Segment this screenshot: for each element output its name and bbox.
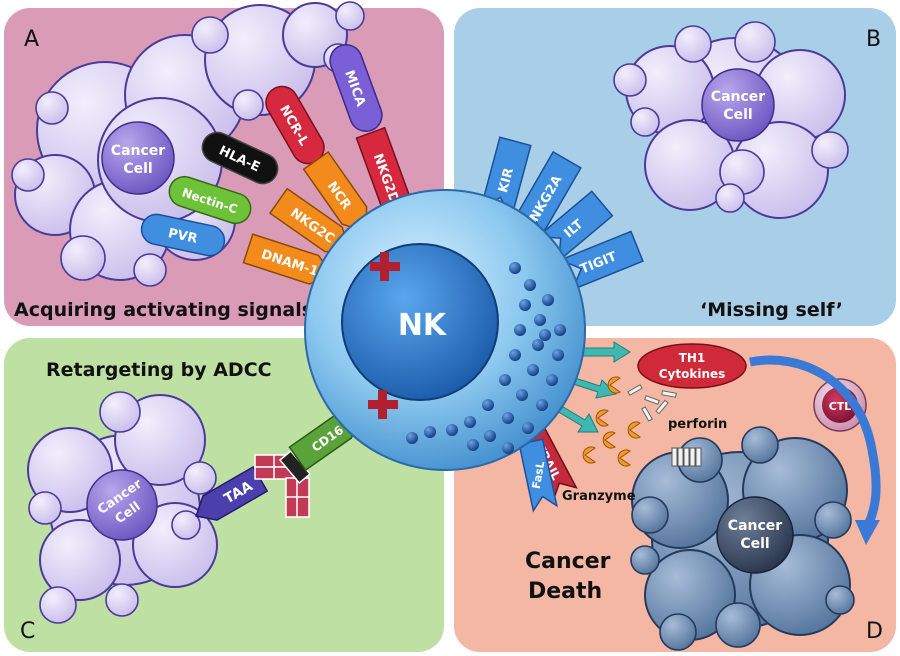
cancer-cell-a-label-line1: Cancer	[111, 143, 165, 159]
ligand-ncr-l: NCR-L	[265, 85, 325, 165]
panel-d-caption-line2: Death	[528, 579, 602, 604]
panel-d-letter: D	[866, 619, 883, 644]
panel-d-caption-line1: Cancer	[525, 549, 611, 574]
plus-icon	[368, 390, 398, 419]
perforin-label: perforin	[668, 417, 727, 432]
panel-c-letter: C	[20, 619, 35, 644]
cancer-cell-b-label-line1: Cancer	[711, 89, 765, 105]
cancer-cell-d-label-line2: Cell	[740, 536, 769, 552]
plus-icon	[370, 252, 400, 281]
th1-label: TH1	[679, 351, 706, 365]
ligand-pvr: PVR	[140, 213, 226, 257]
nk-label: NK	[398, 308, 448, 343]
receptor-kir-label: KIR	[496, 166, 517, 194]
receptor-dnam-1: DNAM-1	[242, 233, 335, 285]
cancer-cell-a-label-line2: Cell	[123, 161, 152, 177]
receptor-tigit: TIGIT	[558, 230, 644, 291]
ctl-label: CTL	[829, 400, 852, 413]
cancer-cell-b: Cancer Cell	[613, 21, 849, 219]
ligand-mica: MICA	[329, 43, 383, 133]
ligand-fasl: FasL	[518, 438, 558, 513]
panel-a-letter: A	[24, 27, 39, 52]
secretion-arrows	[556, 341, 631, 433]
receptor-ilt: ILT	[536, 190, 614, 263]
fasl-label: FasL	[530, 460, 548, 490]
cytotoxic-granules	[406, 262, 566, 454]
panel-a-caption: Acquiring activating signals	[14, 299, 313, 321]
granzyme-label: Granzyme	[562, 489, 636, 504]
panel-b-letter: B	[866, 27, 881, 52]
granzyme-granules	[582, 376, 641, 467]
cancer-cell-a: Cancer Cell	[11, 1, 365, 287]
th1-cytokines: TH1 Cytokines	[637, 343, 747, 389]
ligand-nectin-c: Nectin-C	[168, 175, 252, 225]
cancer-cell-b-label-line2: Cell	[723, 107, 752, 123]
panel-b-caption: ‘Missing self’	[700, 299, 843, 321]
cancer-cell-c: Cancer Cell	[27, 391, 218, 624]
antibody	[254, 449, 312, 518]
cytokines-label: Cytokines	[659, 367, 726, 381]
perforin-fragments	[627, 384, 677, 422]
nk-cell: NK	[304, 189, 586, 471]
perforin-pore-icon	[671, 447, 702, 467]
cancer-cell-d-label-line1: Cancer	[728, 518, 782, 534]
ligand-pvr-label: PVR	[167, 226, 199, 247]
cancer-cell-d: Cancer Cell	[630, 426, 855, 651]
panel-c-caption: Retargeting by ADCC	[46, 359, 272, 381]
cytokine-to-ctl-arrow	[749, 355, 881, 545]
